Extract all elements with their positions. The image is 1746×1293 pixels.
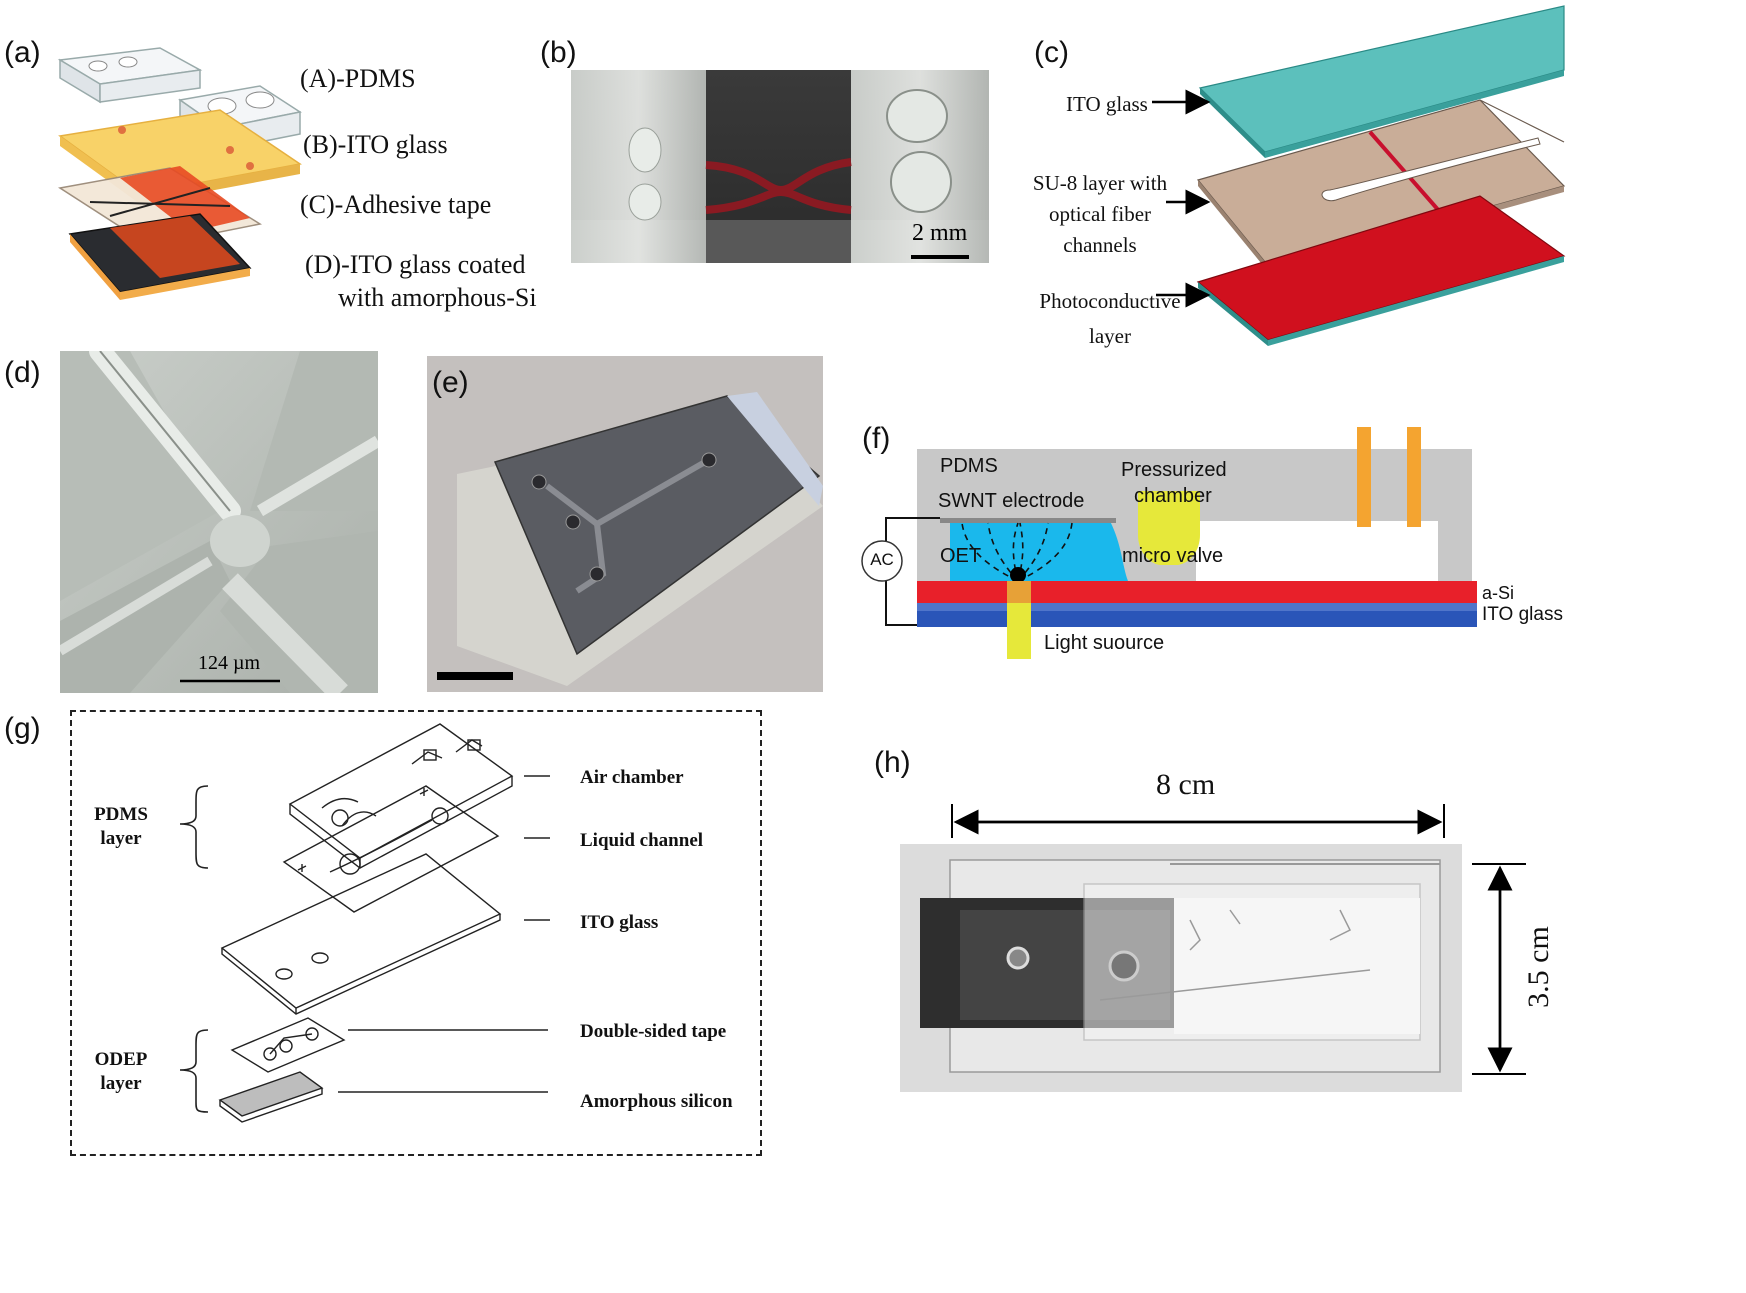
f-press-label-1: Pressurized — [1121, 459, 1227, 481]
panel-a-layer-a: (A)-PDMS — [300, 64, 416, 93]
panel-c-arrows — [1152, 89, 1211, 308]
panel-b-photo — [571, 70, 989, 263]
panel-e-label: (e) — [432, 366, 469, 399]
panel-a-layer-b: (B)-ITO glass — [303, 130, 448, 159]
g-tape-label: Double-sided tape — [580, 1021, 727, 1042]
f-electrode-pin-right — [1407, 427, 1421, 527]
g-braces — [179, 785, 209, 1113]
ito-asi-layer — [68, 213, 252, 300]
panel-e-photo — [427, 356, 823, 692]
panel-c-photo-line2: layer — [1089, 324, 1131, 348]
g-odep-line1: ODEP — [94, 1049, 148, 1070]
panel-c-photo-line1: Photoconductive — [1039, 289, 1181, 313]
panel-f-label: (f) — [862, 422, 891, 455]
f-electrode-pin-left — [1357, 427, 1371, 527]
panel-a-layer-d1: (D)-ITO glass coated — [305, 250, 526, 279]
panel-g-exploded-device — [179, 723, 550, 1123]
f-asi-label: a-Si — [1482, 583, 1515, 603]
f-field-lines — [961, 522, 1073, 582]
f-pdms-label: PDMS — [940, 455, 998, 477]
panel-c-su8-line2: optical fiber — [1048, 202, 1152, 226]
panel-d-scale-label: 124 µm — [198, 652, 261, 674]
f-light-source — [1007, 603, 1031, 659]
g-pdms-line2: layer — [100, 828, 142, 849]
f-asi-layer — [917, 581, 1477, 603]
g-ito-glass-label: ITO glass — [580, 912, 659, 933]
g-air-chamber-label: Air chamber — [580, 767, 684, 788]
f-pressurized-chamber — [1138, 491, 1200, 565]
g-pdms-line1: PDMS — [94, 804, 148, 825]
panel-g-label: (g) — [4, 712, 41, 745]
f-ac-source — [861, 540, 903, 582]
panel-a-label: (a) — [4, 36, 41, 69]
h-height-label: 3.5 cm — [1522, 926, 1555, 1008]
panel-b-scale-label: 2 mm — [912, 220, 968, 246]
panel-d-label: (d) — [4, 356, 41, 389]
g-asi-label: Amorphous silicon — [580, 1091, 733, 1112]
g-pdms-layer-label: PDMS layer — [76, 803, 166, 851]
c-ito-glass-layer — [1198, 5, 1565, 158]
g-liquid-channel-layer — [282, 785, 500, 913]
panel-f-schematic — [861, 427, 1477, 659]
f-swnt-label: SWNT electrode — [938, 490, 1085, 512]
panel-c-photo-label: Photoconductive layer — [1010, 284, 1210, 354]
g-double-sided-tape-layer — [230, 1017, 346, 1073]
panel-c-su8-label: SU-8 layer with optical fiber channels — [1010, 168, 1190, 261]
panel-c-su8-line3: channels — [1063, 233, 1137, 257]
c-photoconductive-layer — [1196, 195, 1566, 346]
h-width-label: 8 cm — [1156, 768, 1216, 801]
panel-a-exploded-device — [57, 47, 302, 300]
g-liquid-channel-label: Liquid channel — [580, 830, 704, 851]
panel-h-photo — [900, 804, 1526, 1092]
g-odep-layer-label: ODEP layer — [76, 1048, 166, 1096]
panel-h-label: (h) — [874, 746, 911, 779]
g-amorphous-silicon-layer — [218, 1071, 324, 1123]
f-oet-label: OET — [940, 545, 982, 567]
f-particle — [1010, 567, 1026, 583]
f-press-label-2: chamber — [1134, 485, 1212, 507]
panel-c-ito-label: ITO glass — [1066, 92, 1148, 116]
g-ito-glass-layer — [220, 853, 502, 1015]
panel-c-label: (c) — [1034, 36, 1069, 69]
panel-a-layer-d2: with amorphous-Si — [338, 283, 537, 312]
g-leader-lines — [338, 775, 550, 1093]
panel-g-frame — [70, 710, 762, 1156]
panel-c-exploded-device — [1196, 5, 1566, 346]
panel-d-sem-image — [60, 351, 378, 693]
panel-b-label: (b) — [540, 36, 577, 69]
g-air-chamber-layer — [288, 723, 514, 869]
f-light-label: Light suource — [1044, 632, 1165, 654]
f-swnt-electrode — [940, 518, 1116, 523]
panel-c-su8-line1: SU-8 layer with — [1032, 171, 1168, 195]
f-valve-label: micro valve — [1122, 545, 1224, 567]
panel-a-layer-c: (C)-Adhesive tape — [300, 190, 492, 219]
g-odep-line2: layer — [100, 1073, 142, 1094]
pdms-block-small — [57, 47, 203, 104]
f-ito-label: ITO glass — [1482, 604, 1563, 625]
f-ac-label: AC — [870, 550, 894, 569]
